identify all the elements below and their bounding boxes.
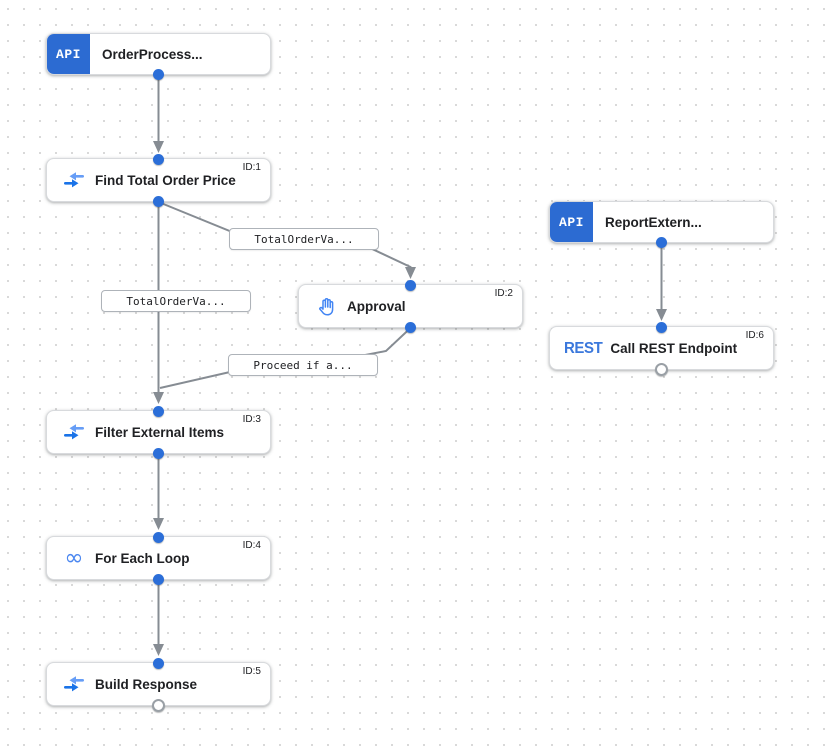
input-port[interactable]: [656, 321, 667, 333]
input-port[interactable]: [153, 531, 164, 543]
node-for-each-loop[interactable]: ID:4 ∞ For Each Loop: [46, 531, 271, 585]
node-approval[interactable]: ID:2 Approval: [298, 279, 523, 333]
data-mapping-icon: [61, 168, 87, 192]
data-mapping-icon: [61, 420, 87, 444]
api-trigger-icon: API: [47, 34, 90, 74]
input-port[interactable]: [153, 153, 164, 165]
task-id-label: ID:6: [745, 330, 764, 341]
input-port[interactable]: [153, 405, 164, 417]
node-build-response[interactable]: ID:5 Build Response: [46, 657, 271, 712]
output-port[interactable]: [153, 447, 164, 459]
task-id-label: ID:3: [242, 414, 261, 425]
rest-logo-icon: REST: [564, 339, 603, 357]
node-title: ReportExtern...: [605, 214, 702, 230]
approval-hand-icon: [313, 294, 339, 318]
node-find-total-order-price[interactable]: ID:1 Find Total Order Price: [46, 153, 271, 207]
task-id-label: ID:4: [242, 540, 261, 551]
node-title: Build Response: [95, 676, 198, 692]
input-port[interactable]: [153, 657, 164, 669]
output-port[interactable]: [153, 573, 164, 585]
output-port[interactable]: [153, 68, 164, 80]
task-id-label: ID:1: [242, 162, 261, 173]
node-title: OrderProcess...: [102, 46, 203, 62]
api-trigger-icon: API: [550, 202, 593, 242]
edge-label-proceed-if[interactable]: Proceed if a...: [228, 354, 378, 376]
for-each-loop-icon: ∞: [64, 545, 84, 571]
node-report-extern-trigger[interactable]: API ReportExtern...: [549, 201, 774, 248]
node-order-process-trigger[interactable]: API OrderProcess...: [46, 33, 271, 80]
edge-label-totalorder-to-approval[interactable]: TotalOrderVa...: [229, 228, 379, 250]
input-port[interactable]: [405, 279, 416, 291]
data-mapping-icon: [61, 672, 87, 696]
node-title: Find Total Order Price: [95, 172, 236, 188]
output-port[interactable]: [405, 321, 416, 333]
output-port-unconnected[interactable]: [655, 362, 668, 376]
node-title: Call REST Endpoint: [610, 340, 738, 356]
node-filter-external-items[interactable]: ID:3 Filter External Items: [46, 405, 271, 459]
edge-label-totalorder-to-filter[interactable]: TotalOrderVa...: [101, 290, 251, 312]
output-port[interactable]: [153, 195, 164, 207]
node-title: For Each Loop: [95, 550, 190, 566]
task-id-label: ID:2: [494, 288, 513, 299]
node-title: Filter External Items: [95, 424, 225, 440]
output-port[interactable]: [656, 236, 667, 248]
node-call-rest-endpoint[interactable]: ID:6 REST Call REST Endpoint: [549, 321, 774, 376]
output-port-unconnected[interactable]: [152, 698, 165, 712]
task-id-label: ID:5: [242, 666, 261, 677]
node-title: Approval: [347, 298, 406, 314]
